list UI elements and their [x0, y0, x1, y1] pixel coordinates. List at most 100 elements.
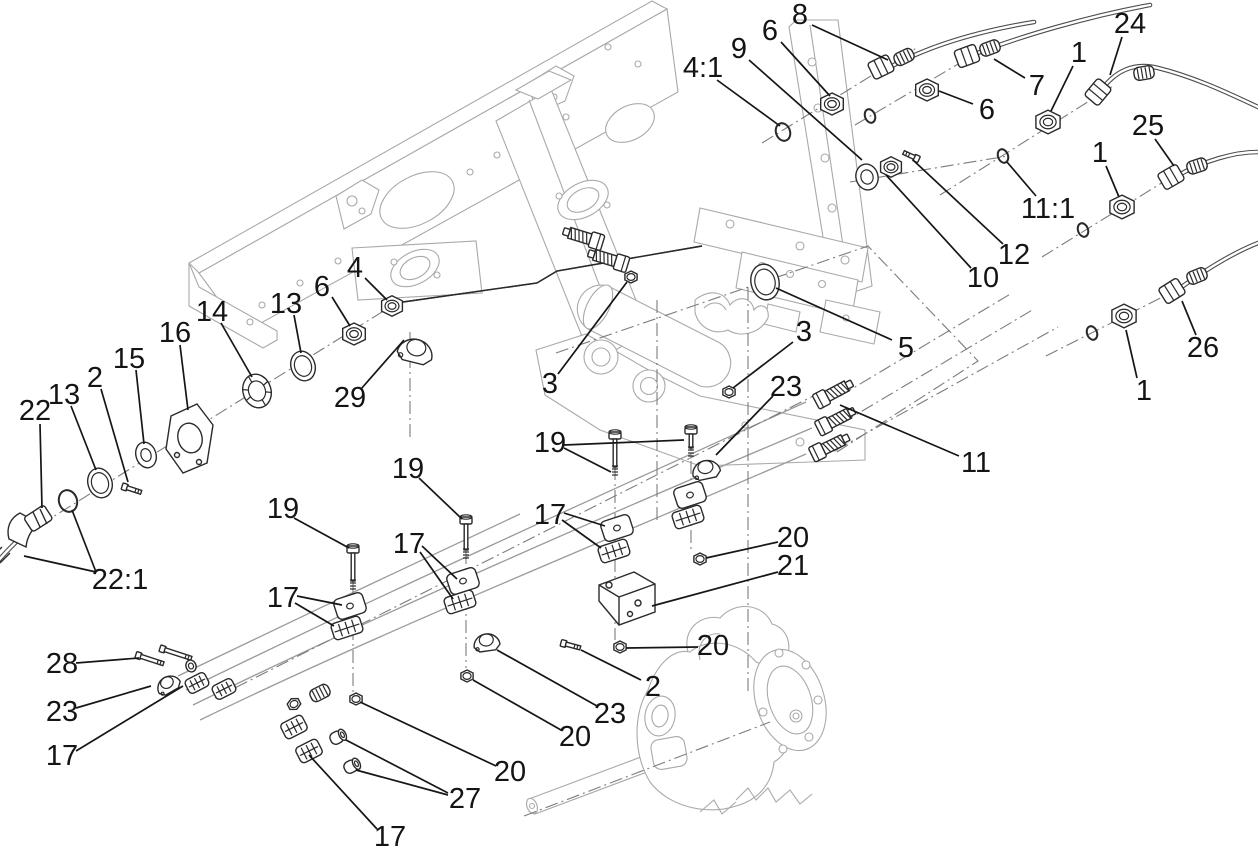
- oring-13: [86, 467, 114, 499]
- nut-3: [722, 385, 736, 399]
- bolt-28: [158, 644, 193, 662]
- callout-6: 6: [979, 94, 995, 126]
- callout-26: 26: [1187, 332, 1219, 364]
- leader-line-22:1: [71, 509, 97, 573]
- bolt-19: [346, 543, 360, 590]
- leader-line-17: [294, 602, 335, 627]
- nut-10: [879, 156, 903, 178]
- callout-16: 16: [159, 317, 191, 349]
- leader-line-11: [839, 404, 960, 457]
- hose26-ferrule: [1186, 267, 1208, 285]
- leader-line-15: [135, 369, 145, 445]
- leader-line-17: [308, 754, 378, 830]
- clamp-17: [600, 513, 634, 543]
- callout-1: 1: [1136, 375, 1152, 407]
- leader-line-2: [580, 649, 642, 681]
- callout-1: 1: [1071, 37, 1087, 69]
- callout-13: 13: [270, 288, 302, 320]
- callout-28: 28: [46, 648, 78, 680]
- leader-line-16: [179, 344, 189, 411]
- hose8-ferrule: [893, 47, 915, 67]
- hose7-swivel-nut: [953, 43, 981, 69]
- bolt-19: [459, 514, 473, 559]
- leader-line-4: [364, 277, 388, 301]
- clamp-23: [473, 632, 501, 652]
- callout-19: 19: [267, 493, 299, 525]
- callout-23: 23: [770, 371, 802, 403]
- callout-21: 21: [777, 550, 809, 582]
- leader-lines: [23, 24, 1197, 830]
- callout-19: 19: [534, 427, 566, 459]
- callout-20: 20: [777, 522, 809, 554]
- clamp-17: [330, 615, 364, 641]
- centerline: [841, 308, 1035, 424]
- callout-23: 23: [594, 698, 626, 730]
- callout-7: 7: [1029, 70, 1045, 102]
- leader-line-5: [775, 287, 893, 341]
- tube4-nut: [380, 295, 404, 317]
- clamp-23: [154, 672, 183, 698]
- leader-line-10: [885, 174, 972, 269]
- leader-line-19: [563, 447, 612, 473]
- leader-line-7: [993, 58, 1026, 79]
- leader-line-17: [563, 512, 606, 527]
- callout-2: 2: [645, 671, 661, 703]
- leader-line-12: [912, 159, 1004, 245]
- leader-line-14: [220, 322, 253, 378]
- leader-line-6: [938, 90, 974, 105]
- callout-24: 24: [1114, 8, 1146, 40]
- callout-4:1: 4:1: [683, 52, 723, 84]
- nut-1: [1035, 109, 1061, 135]
- oring-22-1: [57, 489, 79, 513]
- bundle-nut: [286, 697, 302, 711]
- leader-line-19: [563, 439, 685, 446]
- leader-line-17: [419, 551, 454, 600]
- bolt-19: [684, 424, 698, 457]
- callout-5: 5: [898, 332, 914, 364]
- leader-line-23: [496, 649, 598, 707]
- bolt-2: [120, 482, 143, 496]
- leader-line-9: [748, 59, 863, 161]
- callout-29: 29: [334, 382, 366, 414]
- oring-11-1: [996, 148, 1010, 164]
- callout-11: 11: [961, 447, 991, 479]
- fitting-11: [814, 407, 857, 437]
- hose24-ferrule: [1133, 64, 1155, 82]
- clamp-17: [295, 738, 323, 764]
- callout-17: 17: [534, 499, 566, 531]
- callout-23: 23: [46, 696, 78, 728]
- leader-line-13: [70, 405, 97, 471]
- fitting-11: [812, 379, 855, 410]
- leader-line-6: [331, 296, 351, 327]
- ring-14: [241, 373, 273, 409]
- callout-25: 25: [1132, 110, 1164, 142]
- grommet-27: [329, 728, 348, 745]
- hose25-ferrule: [1186, 157, 1208, 175]
- clamp-23: [690, 458, 721, 482]
- small-parts: [57, 39, 1208, 774]
- clamp-17: [446, 566, 480, 596]
- oring: [863, 108, 877, 124]
- clamp-17: [280, 714, 308, 740]
- bolt-19: [608, 429, 622, 476]
- leader-line-17: [421, 545, 458, 580]
- oring: [1076, 222, 1090, 238]
- centerline: [523, 721, 771, 817]
- centerline: [939, 85, 1114, 196]
- leader-line-23: [715, 395, 774, 456]
- bolt-28: [134, 651, 165, 667]
- oring-5: [750, 263, 780, 301]
- callout-22:1: 22:1: [92, 564, 148, 596]
- leader-line-19: [418, 477, 463, 520]
- callout-3: 3: [542, 368, 558, 400]
- leader-line-20: [359, 701, 497, 767]
- hose-26: [1173, 240, 1258, 294]
- nut-1: [1109, 194, 1135, 220]
- grommet-27: [343, 757, 362, 774]
- elbow-fitting-22: [0, 505, 53, 564]
- leader-line-26: [1181, 300, 1197, 336]
- oring-4-1: [774, 122, 792, 142]
- leader-line-19: [293, 517, 350, 549]
